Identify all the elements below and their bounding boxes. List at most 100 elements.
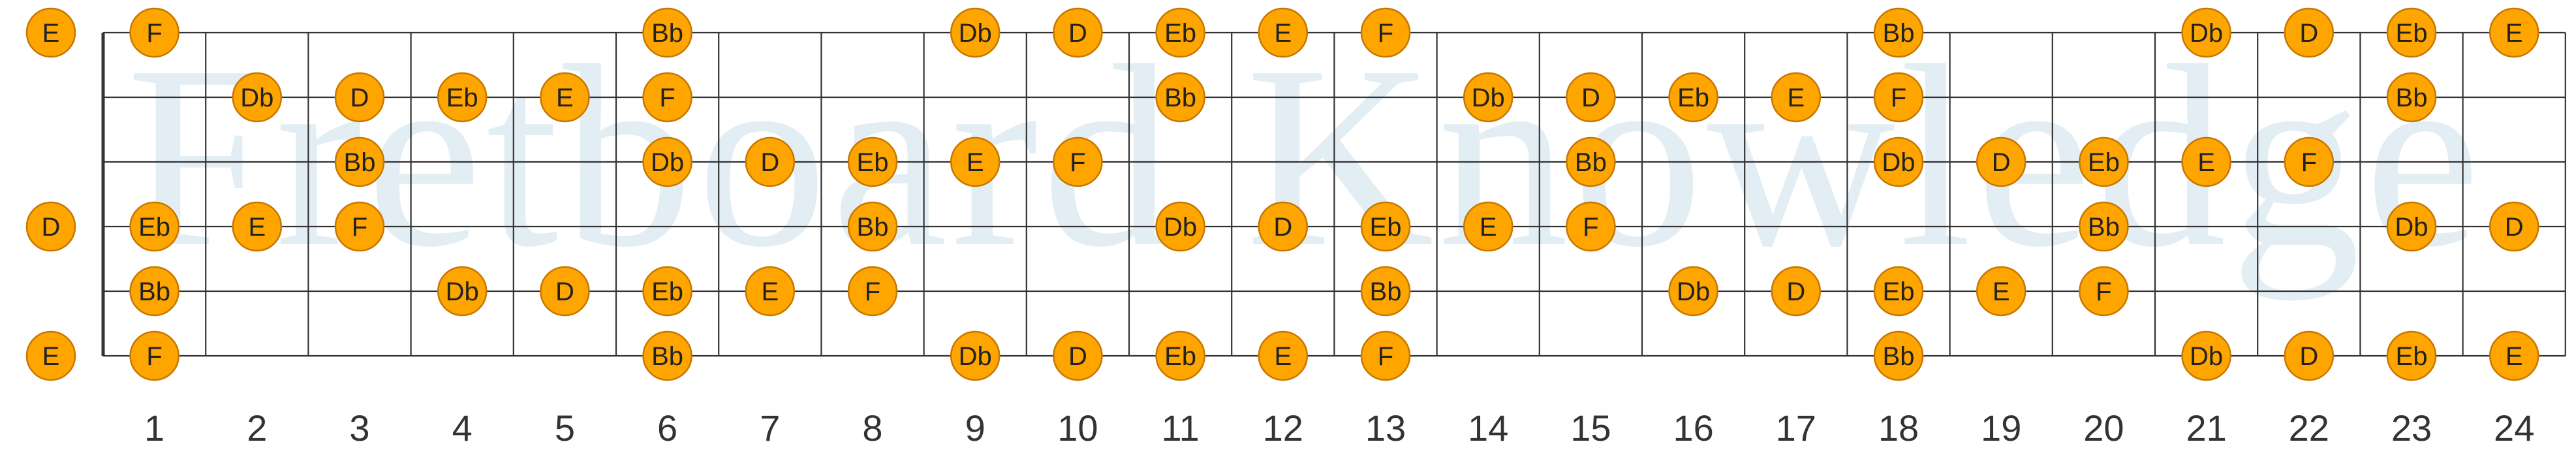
note-label: Db: [1164, 213, 1197, 242]
note-label: F: [146, 342, 162, 371]
note-circle: [1053, 7, 1103, 58]
note-circle: [1155, 7, 1205, 58]
note-string5-fret7: E: [745, 266, 796, 317]
note-label: E: [2506, 342, 2523, 371]
note-circle: [1463, 201, 1513, 252]
note-circle: [2489, 330, 2539, 381]
note-label: F: [1378, 342, 1393, 371]
note-label: Eb: [2396, 19, 2428, 48]
note-string6-fret12: E: [1258, 330, 1309, 381]
note-string4-fret12: D: [1258, 201, 1309, 252]
note-string4-fret24: D: [2489, 201, 2539, 252]
fret-number-17: 17: [1776, 407, 1816, 449]
note-string5-fret16: Db: [1668, 266, 1718, 317]
note-circle: [2489, 201, 2539, 252]
note-label: D: [1068, 19, 1087, 48]
note-label: Eb: [1164, 19, 1196, 48]
note-label: Bb: [1883, 19, 1915, 48]
fret-number-21: 21: [2186, 407, 2226, 449]
note-circle: [1053, 136, 1103, 187]
note-string4-fret8: Bb: [847, 201, 898, 252]
fret-number-15: 15: [1570, 407, 1611, 449]
note-label: D: [2299, 342, 2318, 371]
note-string2-fret4: Eb: [437, 72, 488, 123]
note-circle: [2079, 266, 2129, 317]
note-label: E: [1993, 277, 2010, 306]
note-string5-fret8: F: [847, 266, 898, 317]
note-circle: [129, 7, 179, 58]
note-circle: [1668, 72, 1718, 123]
note-string4-fret13: Eb: [1360, 201, 1411, 252]
note-label: Bb: [2088, 213, 2120, 242]
note-label: Bb: [1370, 277, 1402, 306]
note-circle: [1155, 72, 1205, 123]
fret-number-14: 14: [1468, 407, 1508, 449]
note-string6-fret18: Bb: [1873, 330, 1924, 381]
note-label: Db: [959, 19, 992, 48]
note-label: Bb: [344, 148, 376, 177]
note-circle: [540, 266, 590, 317]
note-string6-fret11: Eb: [1155, 330, 1205, 381]
fret-number-11: 11: [1162, 407, 1200, 449]
note-string3-fret8: Eb: [847, 136, 898, 187]
note-string6-fret1: F: [129, 330, 179, 381]
note-string3-fret21: E: [2181, 136, 2231, 187]
note-string2-fret2: Db: [232, 72, 283, 123]
note-circle: [1258, 7, 1309, 58]
note-circle: [2181, 330, 2231, 381]
note-circle: [1566, 201, 1616, 252]
note-string3-fret18: Db: [1873, 136, 1924, 187]
note-string3-fret15: Bb: [1566, 136, 1616, 187]
note-string5-fret6: Eb: [642, 266, 692, 317]
note-label: Bb: [1575, 148, 1607, 177]
note-circle: [129, 266, 179, 317]
note-string4-fret3: F: [334, 201, 385, 252]
open-string-note-6: E: [25, 330, 76, 381]
note-label: E: [761, 277, 779, 306]
note-label: Eb: [857, 148, 889, 177]
note-label: D: [2505, 213, 2524, 242]
note-circle: [2079, 136, 2129, 187]
note-circle: [2284, 330, 2335, 381]
note-label: D: [555, 277, 574, 306]
note-circle: [1873, 7, 1924, 58]
note-circle: [2284, 136, 2335, 187]
note-label: F: [865, 277, 880, 306]
note-circle: [1873, 72, 1924, 123]
note-circle: [745, 266, 796, 317]
fret-number-22: 22: [2289, 407, 2329, 449]
note-string1-fret11: Eb: [1155, 7, 1205, 58]
note-string1-fret12: E: [1258, 7, 1309, 58]
note-string5-fret19: E: [1976, 266, 2026, 317]
note-string2-fret23: Bb: [2386, 72, 2437, 123]
note-circle: [1976, 136, 2026, 187]
fret-number-8: 8: [862, 407, 882, 449]
note-string1-fret13: F: [1360, 7, 1411, 58]
note-circle: [1360, 266, 1411, 317]
note-label: Bb: [1164, 84, 1196, 112]
fret-number-10: 10: [1057, 407, 1098, 449]
note-string1-fret10: D: [1053, 7, 1103, 58]
note-label: F: [146, 19, 162, 48]
note-label: Bb: [2396, 84, 2428, 112]
note-string1-fret24: E: [2489, 7, 2539, 58]
note-circle: [642, 266, 692, 317]
note-label: Bb: [651, 342, 683, 371]
note-label: E: [1480, 213, 1497, 242]
note-label: D: [2299, 19, 2318, 48]
note-string5-fret17: D: [1771, 266, 1822, 317]
note-circle: [1360, 7, 1411, 58]
note-string1-fret6: Bb: [642, 7, 692, 58]
note-string2-fret17: E: [1771, 72, 1822, 123]
note-string4-fret14: E: [1463, 201, 1513, 252]
note-string2-fret18: F: [1873, 72, 1924, 123]
note-circle: [2386, 330, 2437, 381]
fret-number-2: 2: [247, 407, 267, 449]
note-label: Db: [240, 84, 273, 112]
note-label: Eb: [1677, 84, 1709, 112]
note-string6-fret10: D: [1053, 330, 1103, 381]
note-circle: [437, 72, 488, 123]
fret-lines: [101, 33, 2566, 356]
